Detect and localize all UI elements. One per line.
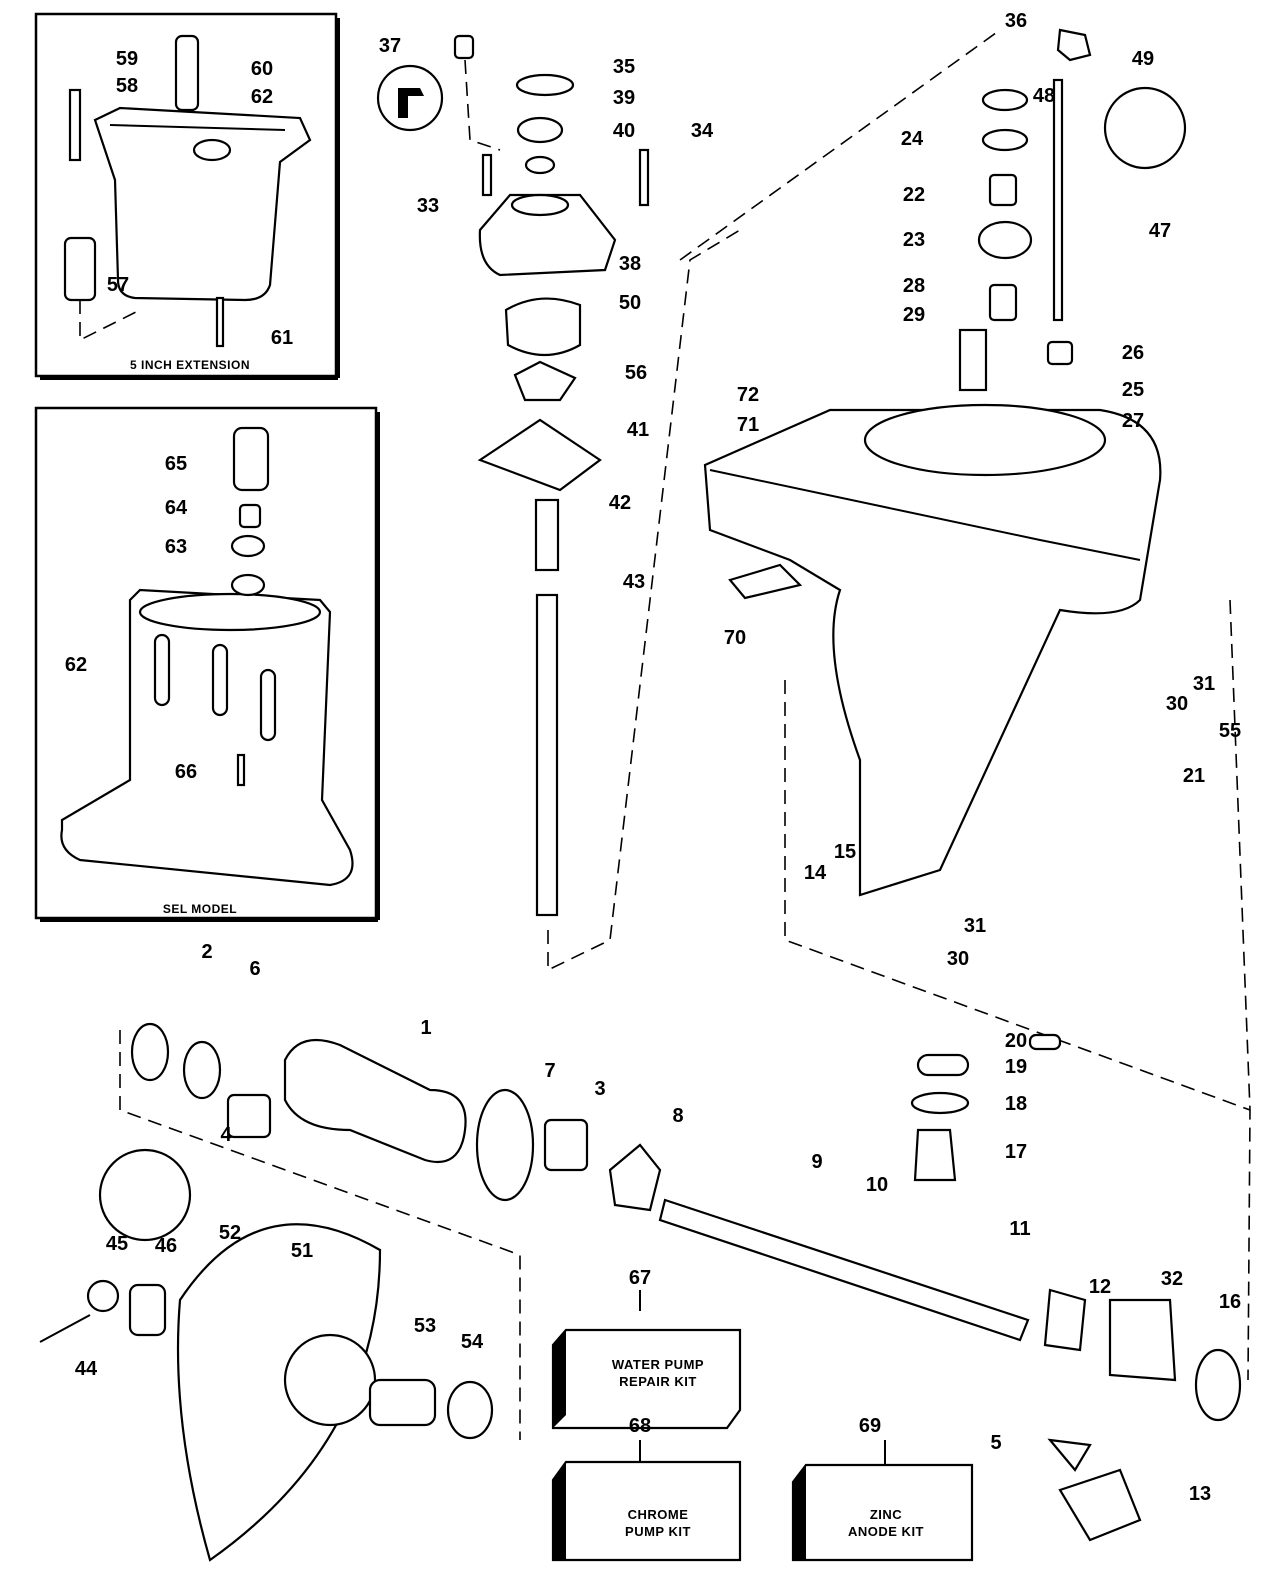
part-callout-number: 21 (1183, 765, 1205, 787)
kit-label-line2: PUMP KIT (625, 1524, 691, 1539)
part-callout-number: 22 (903, 184, 925, 206)
inset-sel-model: SEL MODEL (34, 406, 380, 922)
part-callout-number: 26 (1122, 342, 1144, 364)
part-callout-number: 66 (175, 761, 197, 783)
part-callout-number: 36 (1005, 10, 1027, 32)
part-callout-number: 27 (1122, 410, 1144, 432)
gearcase-parts (39, 1022, 1242, 1562)
part-callout-number: 37 (379, 35, 401, 57)
part-callout-number: 1 (420, 1017, 431, 1039)
part-callout-number: 16 (1219, 1291, 1241, 1313)
part-callout-number: 20 (1005, 1030, 1027, 1052)
part-callout-number: 53 (414, 1315, 436, 1337)
part-callout-number: 44 (75, 1358, 98, 1380)
part-callout-number: 39 (613, 87, 635, 109)
part-callout-number: 48 (1033, 85, 1055, 107)
part-callout-number: 8 (672, 1105, 683, 1127)
kit-label-line1: CHROME (628, 1507, 689, 1522)
part-callout-number: 11 (1009, 1218, 1030, 1240)
water-pump-assembly (376, 34, 741, 972)
part-callout-number: 64 (165, 497, 188, 519)
inset-5-inch-extension: 5 INCH EXTENSION (34, 12, 340, 380)
part-callout-number: 59 (116, 48, 138, 70)
part-callout-number: 34 (691, 120, 714, 142)
part-callout-number: 17 (1005, 1141, 1027, 1163)
part-callout-number: 46 (155, 1235, 177, 1257)
part-callout-number: 51 (291, 1240, 313, 1262)
part-callout-number: 70 (724, 627, 746, 649)
inset-caption-sel: SEL MODEL (163, 902, 237, 916)
part-callout-number: 13 (1189, 1483, 1211, 1505)
kit-label-line1: WATER PUMP (612, 1357, 704, 1372)
part-callout-number: 7 (544, 1060, 555, 1082)
part-callout-number: 2 (201, 941, 212, 963)
part-callout-number: 29 (903, 304, 925, 326)
part-callout-number: 6 (249, 958, 260, 980)
part-callout-number: 32 (1161, 1268, 1183, 1290)
part-callout-number: 57 (107, 274, 129, 296)
kit-water-pump-repair: WATER PUMP REPAIR KIT 67 (551, 1267, 742, 1430)
part-callout-number: 31 (964, 915, 986, 937)
part-callout-number: 45 (106, 1233, 128, 1255)
kit-chrome-pump: CHROME PUMP KIT 68 (551, 1415, 742, 1562)
part-callout-number: 71 (737, 414, 759, 436)
part-callout-number: 35 (613, 56, 635, 78)
part-callout-number: 43 (623, 571, 645, 593)
part-callout-number: 54 (461, 1331, 484, 1353)
part-callout-number: 9 (811, 1151, 822, 1173)
part-callout-number: 62 (251, 86, 273, 108)
part-callout-number: 24 (901, 128, 924, 150)
part-callout-number: 47 (1149, 220, 1171, 242)
part-callout-number: 52 (219, 1222, 241, 1244)
part-callout-number: 72 (737, 384, 759, 406)
part-callout-number: 60 (251, 58, 273, 80)
part-callout-number: 63 (165, 536, 187, 558)
part-callout-number: 4 (220, 1124, 232, 1146)
kit-number: 67 (629, 1267, 651, 1289)
part-callout-number: 65 (165, 453, 187, 475)
part-callout-number: 3 (594, 1078, 605, 1100)
part-callout-number: 30 (947, 948, 969, 970)
kit-label-line2: REPAIR KIT (619, 1374, 697, 1389)
kit-number: 69 (859, 1415, 881, 1437)
part-callout-number: 42 (609, 492, 631, 514)
kit-zinc-anode: ZINC ANODE KIT 69 (791, 1415, 974, 1562)
kit-label-line2: ANODE KIT (848, 1524, 924, 1539)
part-callout-number: 28 (903, 275, 925, 297)
part-callout-number: 23 (903, 229, 925, 251)
part-callout-number: 30 (1166, 693, 1188, 715)
part-callout-number: 58 (116, 75, 138, 97)
part-callout-number: 56 (625, 362, 647, 384)
part-callout-number: 5 (990, 1432, 1001, 1454)
inset-caption-extension: 5 INCH EXTENSION (130, 358, 250, 372)
part-callout-number: 49 (1132, 48, 1154, 70)
part-callout-number: 62 (65, 654, 87, 676)
part-callout-number: 25 (1122, 379, 1144, 401)
part-callout-number: 61 (271, 327, 293, 349)
kit-label-line1: ZINC (870, 1507, 902, 1522)
part-callout-number: 41 (627, 419, 649, 441)
part-callout-number: 14 (804, 862, 827, 884)
part-callout-number: 55 (1219, 720, 1241, 742)
part-callout-number: 31 (1193, 673, 1215, 695)
part-callout-number: 40 (613, 120, 635, 142)
part-callout-number: 15 (834, 841, 856, 863)
kit-number: 68 (629, 1415, 651, 1437)
part-callout-number: 33 (417, 195, 439, 217)
part-callout-number: 18 (1005, 1093, 1027, 1115)
part-callout-number: 10 (866, 1174, 888, 1196)
part-callout-number: 50 (619, 292, 641, 314)
part-callout-number: 19 (1005, 1056, 1027, 1078)
part-callout-number: 12 (1089, 1276, 1111, 1298)
driveshaft-housing (679, 28, 1251, 1381)
part-callout-number: 38 (619, 253, 641, 275)
